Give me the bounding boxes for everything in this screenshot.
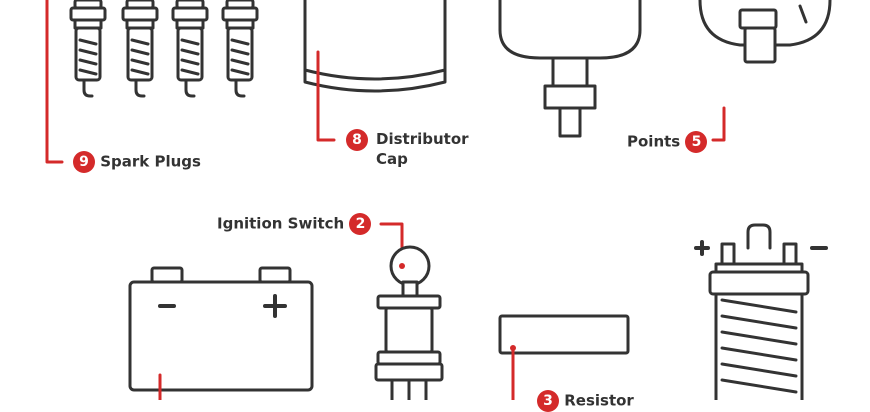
resistor-label-text: Resistor xyxy=(564,391,634,410)
points-assembly xyxy=(698,0,832,64)
points-leader-line xyxy=(711,106,726,142)
label-distributor-cap: Distributor Cap xyxy=(376,129,469,169)
distributor-cap-leader-line xyxy=(316,50,336,142)
spark-plugs-leader-line xyxy=(45,0,64,164)
distributor-cap-label-line1: Distributor xyxy=(376,130,469,148)
spark-plug xyxy=(121,0,159,98)
spark-plug xyxy=(69,0,107,98)
distributor-cap-label-line2: Cap xyxy=(376,150,408,168)
ignition-system-diagram xyxy=(45,0,832,400)
spark-plugs-label-text: Spark Plugs xyxy=(100,152,201,171)
label-points: Points 5 xyxy=(627,131,708,153)
number-badge: 8 xyxy=(346,129,368,151)
spark-plug xyxy=(171,0,209,98)
number-badge: 9 xyxy=(73,151,95,173)
distributor-cap xyxy=(303,0,447,93)
label-ignition-switch: Ignition Switch 2 xyxy=(217,213,372,235)
spark-plugs xyxy=(69,0,259,98)
distributor-body xyxy=(498,0,642,138)
number-badge: 2 xyxy=(349,213,372,235)
label-spark-plugs: 9 Spark Plugs xyxy=(73,151,201,173)
number-badge: 3 xyxy=(537,390,559,412)
battery xyxy=(128,266,314,392)
ignition-coil xyxy=(694,223,828,400)
ignition-switch-label-text: Ignition Switch xyxy=(217,214,345,233)
resistor xyxy=(498,314,630,355)
points-label-text: Points xyxy=(627,132,681,151)
spark-plug xyxy=(221,0,259,98)
label-resistor: 3 Resistor xyxy=(537,390,634,412)
ignition-switch xyxy=(374,245,444,400)
number-badge: 5 xyxy=(685,131,708,153)
